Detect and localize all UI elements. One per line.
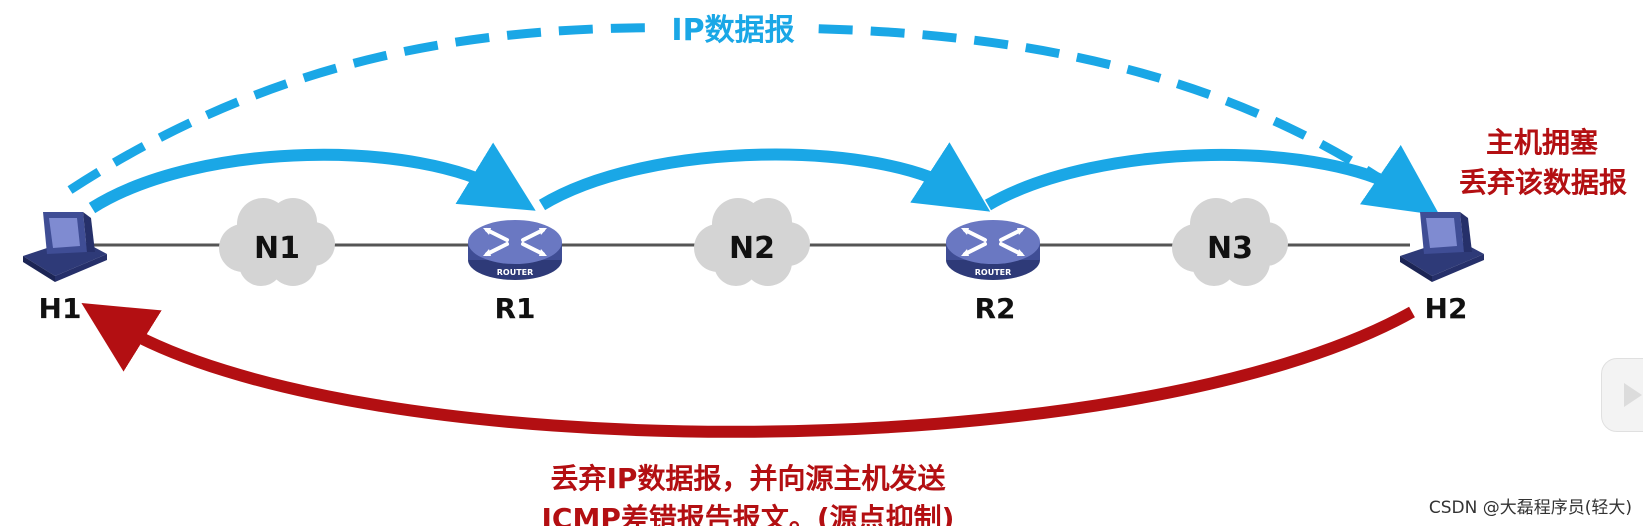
ip-label-bg [658, 8, 808, 50]
csdn-watermark: CSDN @大磊程序员(轻大) [1429, 498, 1632, 518]
ip-datagram-label: IP数据报 [671, 13, 794, 48]
network-label-n1: N1 [254, 231, 300, 266]
router-r2-badge: ROUTER [975, 268, 1012, 277]
node-label-r2: R2 [974, 292, 1015, 325]
hop-arrow-h1-r1 [88, 142, 536, 214]
hop-arrow-r1-r2 [538, 142, 991, 212]
node-label-h1: H1 [39, 292, 82, 325]
congestion-note-line-2: 丢弃该数据报 [1459, 166, 1627, 199]
hop-arrow-r2-h2 [984, 144, 1440, 216]
node-label-r1: R1 [494, 292, 535, 325]
icmp-return-arc [81, 303, 1415, 438]
host-h1-computer-icon [23, 212, 107, 282]
ip-datagram-arc [67, 23, 1419, 205]
host-h2-computer-icon [1400, 212, 1484, 282]
router-r1-icon: ROUTER [468, 220, 562, 280]
bottom-note-line-2: ICMP差错报告报文。(源点抑制) [542, 502, 955, 526]
network-label-n2: N2 [729, 231, 775, 266]
play-button[interactable] [1601, 358, 1643, 432]
network-label-n3: N3 [1207, 231, 1253, 266]
router-r2-icon: ROUTER [946, 220, 1040, 280]
congestion-note-line-1: 主机拥塞 [1486, 126, 1598, 159]
node-label-h2: H2 [1425, 292, 1468, 325]
bottom-note-line-1: 丢弃IP数据报，并向源主机发送 [551, 462, 946, 495]
router-r1-badge: ROUTER [497, 268, 534, 277]
